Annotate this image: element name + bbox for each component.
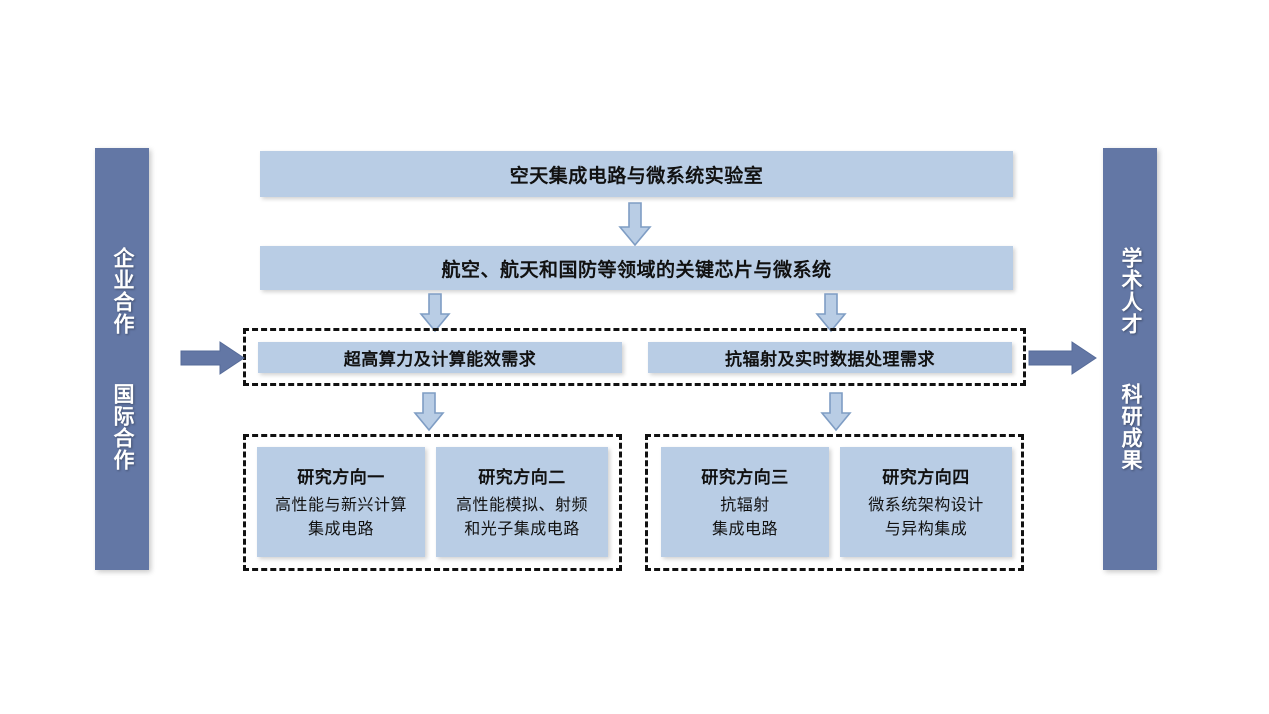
research-direction-card-3-title: 研究方向三: [701, 468, 789, 488]
research-direction-card-2-line2: 和光子集成电路: [464, 520, 580, 538]
right-outcomes-bar: 学术人才 科研成果: [1103, 148, 1157, 570]
research-direction-card-4: 研究方向四 微系统架构设计 与异构集成: [840, 447, 1012, 557]
research-directions-group-left: [243, 434, 622, 571]
arrow-right-collaboration-input: [180, 341, 245, 375]
research-direction-card-4-line1: 微系统架构设计: [868, 497, 984, 515]
scope-banner: 航空、航天和国防等领域的关键芯片与微系统: [260, 246, 1013, 290]
research-direction-card-2-line1: 高性能模拟、射频: [455, 497, 588, 515]
arrow-right-outcomes-output: [1028, 341, 1097, 375]
arrow-down-scope-to-requirement-2: [815, 293, 847, 333]
research-direction-card-1-line2: 集成电路: [307, 520, 374, 538]
research-direction-card-1-line1: 高性能与新兴计算: [274, 497, 407, 515]
research-direction-card-2-title: 研究方向二: [478, 468, 566, 488]
research-direction-card-2: 研究方向二 高性能模拟、射频 和光子集成电路: [436, 447, 608, 557]
research-direction-card-4-line2: 与异构集成: [884, 520, 968, 538]
requirement-box-1-label: 超高算力及计算能效需求: [343, 350, 537, 369]
arrow-down-title-to-scope: [618, 202, 652, 247]
research-directions-group-right: [645, 434, 1024, 571]
right-outcomes-bar-label: 学术人才 科研成果: [1119, 247, 1143, 471]
requirement-box-2: 抗辐射及实时数据处理需求: [648, 342, 1012, 373]
research-direction-card-1-title: 研究方向一: [297, 468, 385, 488]
research-direction-card-3-line2: 集成电路: [711, 520, 778, 538]
lab-title-banner: 空天集成电路与微系统实验室: [260, 151, 1013, 197]
requirement-box-1: 超高算力及计算能效需求: [258, 342, 622, 373]
research-direction-card-3: 研究方向三 抗辐射 集成电路: [661, 447, 829, 557]
arrow-down-scope-to-requirement-1: [419, 293, 451, 333]
research-direction-card-4-title: 研究方向四: [882, 468, 970, 488]
arrow-down-requirement-1-to-directions: [413, 392, 445, 432]
lab-title-banner-label: 空天集成电路与微系统实验室: [509, 165, 764, 187]
requirement-box-2-label: 抗辐射及实时数据处理需求: [725, 350, 935, 369]
research-direction-card-1: 研究方向一 高性能与新兴计算 集成电路: [257, 447, 425, 557]
scope-banner-label: 航空、航天和国防等领域的关键芯片与微系统: [441, 259, 832, 281]
left-collaboration-bar: 企业合作 国际合作: [95, 148, 149, 570]
requirements-group: [243, 328, 1026, 386]
left-collaboration-bar-label: 企业合作 国际合作: [111, 247, 135, 471]
arrow-down-requirement-2-to-directions: [820, 392, 852, 432]
research-direction-card-3-line1: 抗辐射: [720, 497, 770, 515]
